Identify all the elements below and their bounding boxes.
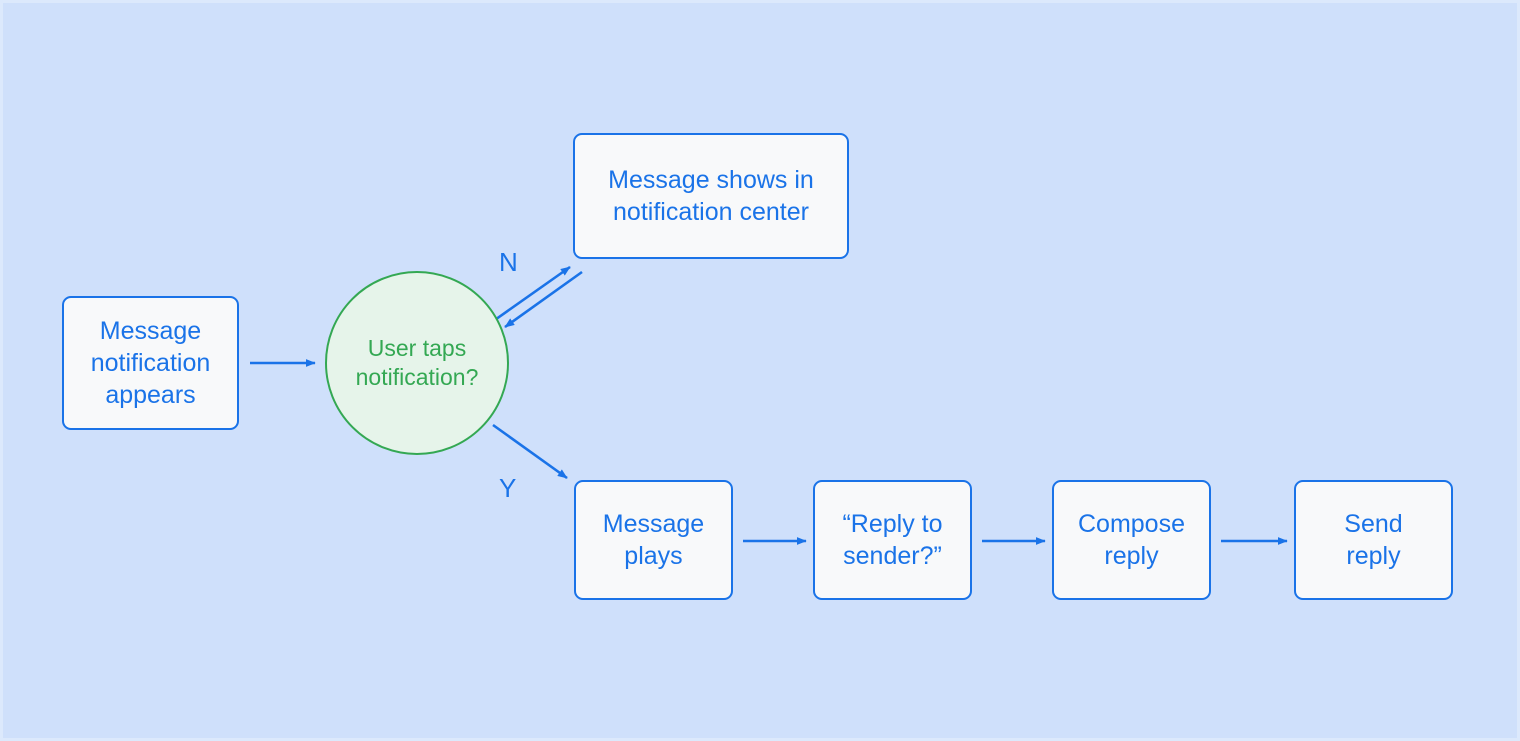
node-compose-reply[interactable]: Compose reply (1052, 480, 1211, 600)
edge-notification-center-to-decision (504, 270, 583, 329)
node-message-shows-in-notification-center[interactable]: Message shows in notification center (573, 133, 849, 259)
node-label: Message shows in notification center (608, 166, 814, 226)
edge-decision-to-message-plays (492, 423, 568, 480)
node-label: User taps notification? (355, 334, 479, 390)
node-label: Message plays (602, 510, 705, 570)
node-user-taps-notification[interactable]: User taps notification? (325, 271, 509, 455)
node-label: Message notification appears (90, 317, 211, 409)
edge-label-yes: Y (499, 473, 517, 503)
node-label: Send reply (1344, 510, 1403, 570)
node-reply-to-sender[interactable]: “Reply to sender?” (813, 480, 972, 600)
node-send-reply[interactable]: Send reply (1294, 480, 1453, 600)
node-message-plays[interactable]: Message plays (574, 480, 733, 600)
edge-label-no: N (499, 247, 518, 277)
node-label: Compose reply (1078, 510, 1185, 570)
node-message-notification-appears[interactable]: Message notification appears (62, 296, 239, 430)
node-label: “Reply to sender?” (842, 510, 943, 570)
